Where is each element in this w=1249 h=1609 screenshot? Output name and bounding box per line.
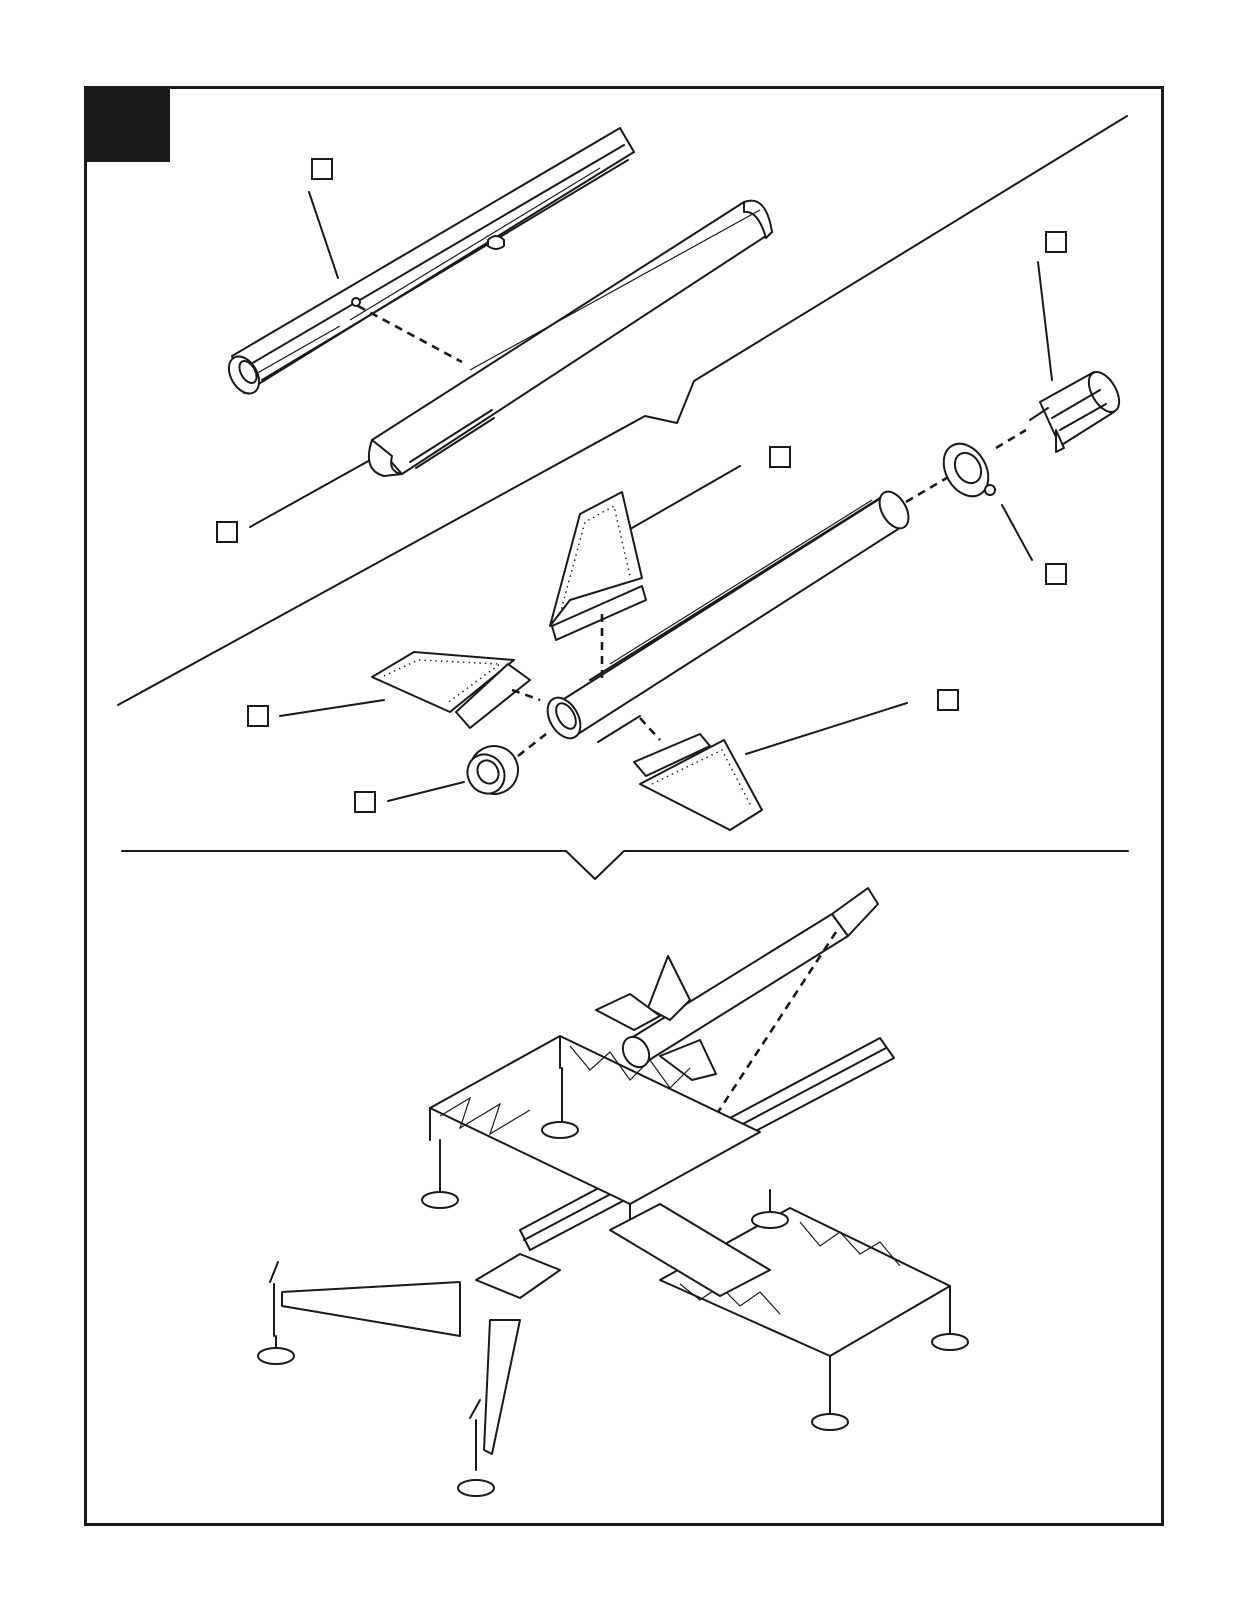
diagonal-divider [118,116,1127,705]
launch-stand [258,1036,968,1496]
left-fin-part [372,652,530,728]
horizontal-divider [122,851,1128,879]
bulkhead-part [935,436,998,504]
nozzle-part [1030,367,1125,452]
assembled-rocket [596,888,878,1080]
top-fin-part [550,492,646,640]
right-fin-part [634,734,762,830]
end-cap-part [460,737,526,803]
